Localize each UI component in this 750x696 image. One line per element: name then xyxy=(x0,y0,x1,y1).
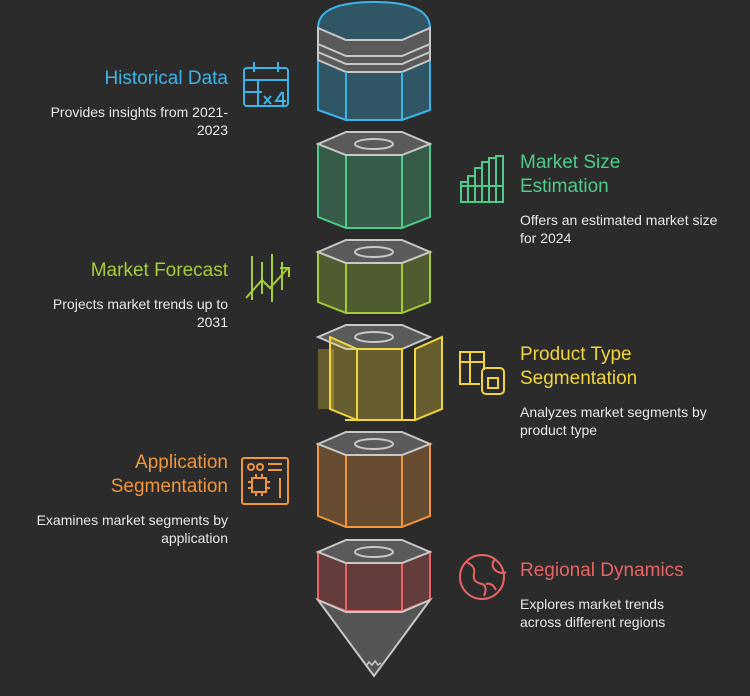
step-title-application: Application Segmentation xyxy=(110,452,228,497)
pencil-tip xyxy=(315,597,433,678)
step-title-historical-data: Historical Data xyxy=(104,68,228,89)
prism-regional xyxy=(315,539,433,678)
step-desc-historical-data: Provides insights from 2021-2023 xyxy=(50,104,228,138)
step-desc-market-forecast: Projects market trends up to 2031 xyxy=(52,296,228,330)
prism-product-type-exploded xyxy=(315,324,443,422)
prism-application xyxy=(315,431,433,528)
step-desc-product-type: Analyzes market segments by product type xyxy=(520,404,707,438)
hex-cap xyxy=(315,239,433,264)
step-desc-market-size: Offers an estimated market size for 2024 xyxy=(520,212,718,246)
step-title-market-forecast: Market Forecast xyxy=(90,260,228,281)
step-title-market-size: Market Size Estimation xyxy=(520,152,621,197)
prism-market-size xyxy=(315,131,433,229)
step-title-product-type: Product Type Segmentation xyxy=(520,344,638,389)
hex-cap xyxy=(315,131,433,156)
step-desc-regional: Explores market trends across different … xyxy=(520,596,666,630)
step-title-regional: Regional Dynamics xyxy=(520,560,684,581)
hex-cap xyxy=(315,539,433,564)
step-desc-application: Examines market segments by application xyxy=(36,512,228,546)
prism-market-forecast xyxy=(315,239,433,314)
eraser-cap-historical xyxy=(317,0,431,121)
hex-cap xyxy=(315,431,433,456)
